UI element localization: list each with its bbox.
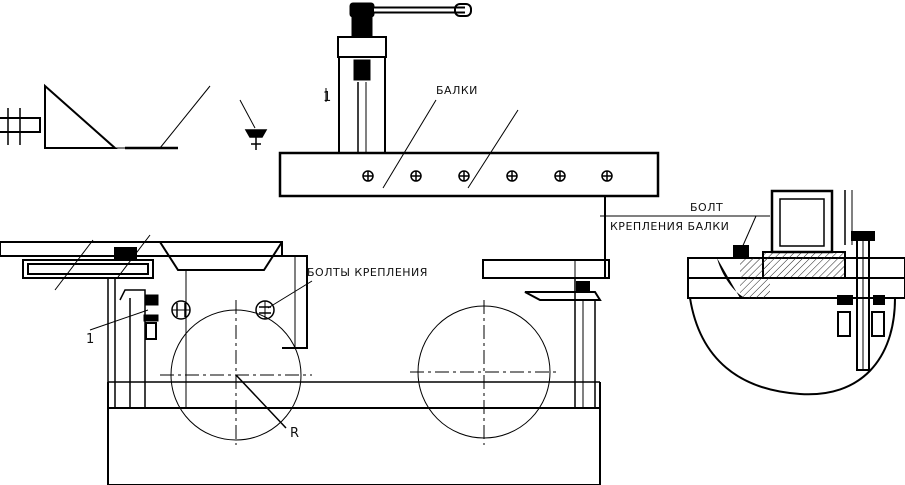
callout-1-top: 1	[323, 90, 331, 105]
left-platform	[0, 234, 308, 408]
beam-hole	[506, 170, 518, 182]
label-beam: БАЛКИ	[436, 84, 478, 97]
right-support	[482, 196, 610, 408]
beam-hole	[554, 170, 566, 182]
label-bolt: БОЛТ	[690, 201, 723, 214]
beam-hole	[362, 170, 374, 182]
beam-hole	[410, 170, 422, 182]
beam-hole	[458, 170, 470, 182]
screw-handle-assembly	[337, 2, 472, 154]
label-radius: R	[290, 426, 299, 441]
stand-bracket	[0, 83, 211, 150]
callout-1-left: 1	[86, 332, 94, 347]
label-mount-bolts: БОЛТЫ КРЕПЛЕНИЯ	[307, 266, 428, 279]
beam-hole	[601, 170, 613, 182]
right-cylinder	[410, 300, 560, 445]
beam-leader-lines	[382, 99, 519, 189]
base-block	[107, 381, 601, 485]
mount-bolt-symbols	[171, 300, 275, 320]
mount-bolt-left	[143, 294, 159, 340]
left-cylinder	[160, 300, 312, 445]
left-support-posts	[107, 278, 146, 408]
beam-bolt-holes	[362, 170, 613, 182]
top-beam	[278, 151, 660, 198]
label-beam-mounting: КРЕПЛЕНИЯ БАЛКИ	[610, 220, 729, 233]
detail-view	[687, 189, 905, 396]
small-clamp-icon	[239, 99, 268, 150]
